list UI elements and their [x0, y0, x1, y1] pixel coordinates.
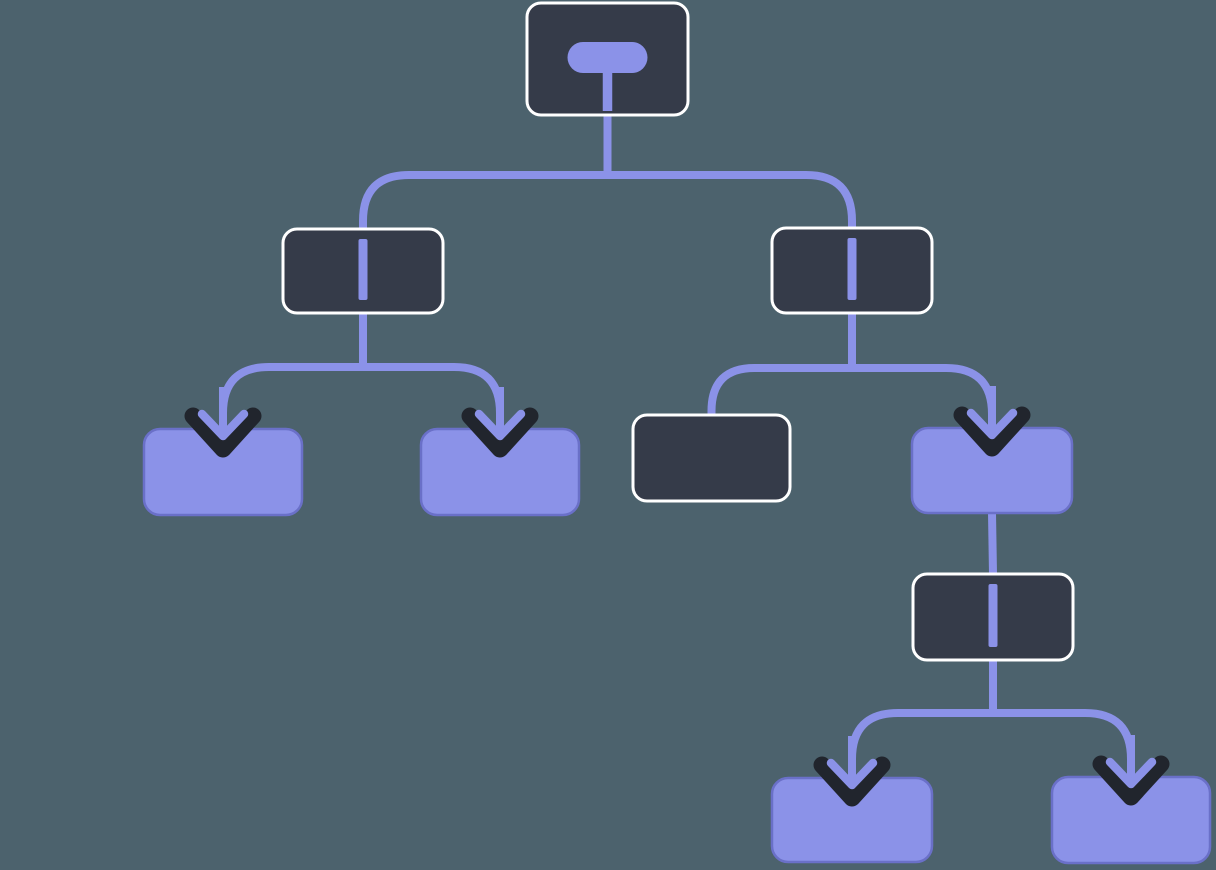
- arrowhead-icon: [966, 408, 1018, 440]
- stage-node-right-group: [770, 226, 934, 315]
- root-start-node-group: [525, 1, 690, 117]
- arrowhead-icon: [1105, 757, 1157, 789]
- edge-stage-right-step-r1: [707, 313, 856, 415]
- step-node-right-1-group: [631, 413, 792, 503]
- arrowhead-outline-icon: [813, 756, 891, 807]
- arrowhead-icon: [826, 758, 878, 790]
- parallel-steps-icon: [988, 584, 998, 647]
- start-pill-icon: [567, 42, 648, 73]
- arrowhead-icon: [197, 409, 249, 441]
- nodes-layer: [142, 1, 1212, 865]
- arrowhead-outline-icon: [184, 407, 262, 458]
- arrowhead-outline-icon: [953, 406, 1031, 457]
- start-pill-stem: [602, 69, 613, 111]
- parallel-steps-icon: [847, 238, 857, 300]
- edge-step-r2-stage-mid: [988, 512, 997, 575]
- stage-node-left-group: [281, 227, 445, 315]
- edge-root-stage-right: [603, 115, 856, 228]
- parallel-steps-icon: [358, 239, 368, 300]
- step-node-right-1[interactable]: [631, 413, 792, 503]
- arrowhead-outline-icon: [1092, 755, 1170, 806]
- arrowhead-outline-icon: [461, 407, 539, 458]
- arrowheads-layer: [184, 386, 1170, 807]
- edge-root-stage-left: [359, 115, 612, 229]
- stage-node-bottom-group: [911, 572, 1075, 662]
- arrowhead-icon: [474, 409, 526, 441]
